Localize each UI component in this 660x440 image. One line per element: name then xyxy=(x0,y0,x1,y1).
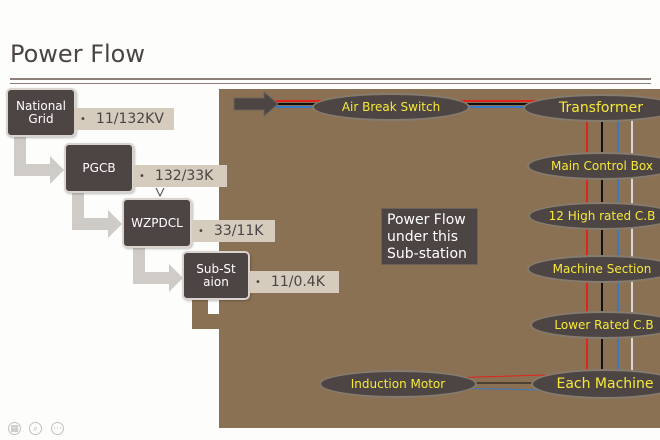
title-divider-thin xyxy=(10,83,651,84)
node-national-grid: National Grid xyxy=(6,88,76,137)
node-machine-section: Machine Section xyxy=(527,255,660,283)
node-pgcb: PGCB xyxy=(64,143,134,193)
voltage-label: 33/11K xyxy=(213,223,264,239)
node-each-machine: Each Machine xyxy=(531,369,660,399)
node-main-control-box: Main Control Box xyxy=(527,152,660,180)
node-wzpdcl: WZPDCL xyxy=(122,198,192,248)
grid-view-icon[interactable]: ▦ xyxy=(8,422,21,435)
voltage-tag-2: •132/33K xyxy=(133,165,227,187)
node-air-break-switch: Air Break Switch xyxy=(312,93,470,121)
elbow-arrow-3 xyxy=(133,246,183,292)
voltage-tag-4: •11/0.4K xyxy=(249,271,339,293)
node-transformer: Transformer xyxy=(523,94,660,122)
page-title: Power Flow xyxy=(10,40,145,68)
elbow-arrow-1 xyxy=(14,136,64,184)
zoom-icon[interactable]: ⌕ xyxy=(29,422,42,435)
more-options-icon[interactable]: ⋯ xyxy=(51,422,64,435)
voltage-tag-3: •33/11K xyxy=(192,220,275,242)
node-high-rated-cb: 12 High rated C.B xyxy=(528,202,660,230)
panel-note: Power Flow under this Sub-station xyxy=(381,208,478,265)
down-tick-1 xyxy=(155,187,165,198)
node-label: Sub-Staion xyxy=(196,261,236,289)
node-label: National Grid xyxy=(15,98,66,126)
voltage-tag-1: •11/132KV xyxy=(74,108,174,130)
node-substation: Sub-Staion xyxy=(182,251,250,300)
node-lower-rated-cb: Lower Rated C.B xyxy=(530,311,660,339)
voltage-label: 132/33K xyxy=(154,168,214,184)
node-induction-motor: Induction Motor xyxy=(319,370,477,398)
node-label: WZPDCL xyxy=(131,215,183,230)
voltage-label: 11/0.4K xyxy=(270,274,325,290)
voltage-label: 11/132KV xyxy=(95,111,164,127)
node-label: PGCB xyxy=(82,160,116,175)
elbow-arrow-2 xyxy=(72,190,122,238)
title-divider xyxy=(10,78,651,80)
incoming-arrow-icon xyxy=(233,90,279,118)
